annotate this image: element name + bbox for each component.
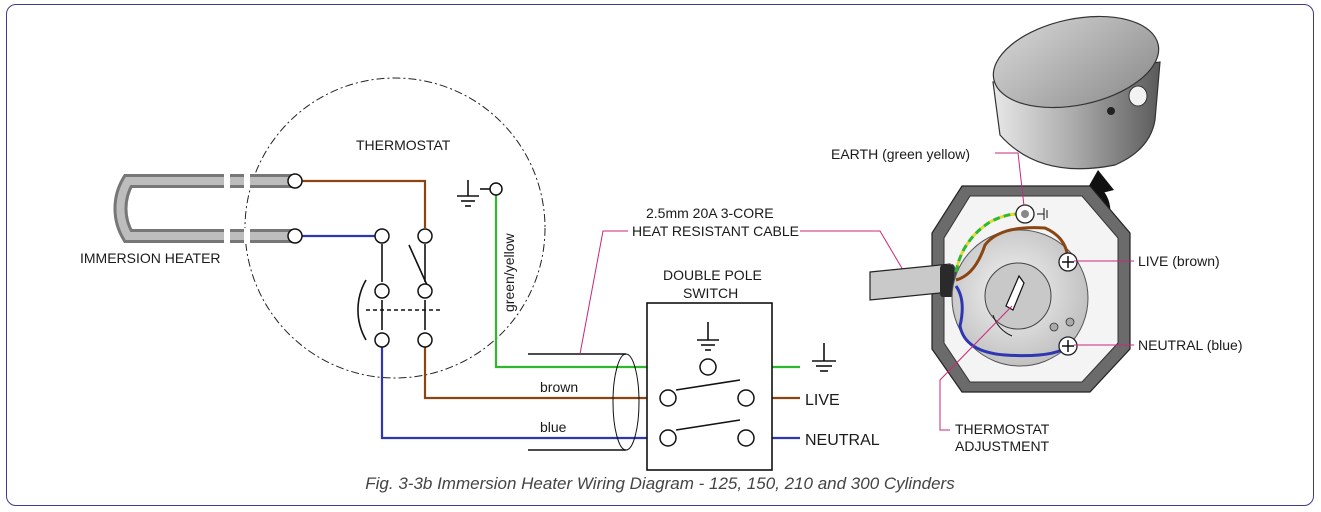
neutral-blue-label: NEUTRAL (blue) (1138, 337, 1243, 353)
thermostat-terminal-2 (417, 228, 433, 244)
internal-earth-wire (954, 212, 1019, 273)
dial-pointer (1005, 274, 1025, 311)
thermostat-terminal-5 (374, 332, 390, 348)
thermostat-adjustment-label-line2: ADJUSTMENT (955, 438, 1050, 454)
thermostat-terminal-4 (417, 283, 433, 299)
internal-blue-wire (954, 285, 1070, 358)
earth-leader (995, 152, 1025, 207)
immersion-heater-label: IMMERSION HEATER (80, 250, 221, 266)
figure-caption: Fig. 3-3b Immersion Heater Wiring Diagra… (365, 474, 955, 493)
heater-terminal-bottom (287, 228, 303, 244)
switch-blade-live (675, 379, 741, 391)
brown-wire-supply (423, 342, 668, 400)
green-yellow-label: green/yellow (501, 233, 517, 312)
terminal-1 (1065, 317, 1075, 327)
earth-symbol-thermostat (457, 180, 490, 207)
heater-terminal-top (287, 173, 303, 189)
switch-terminal-live-out (737, 389, 755, 407)
switch-terminal-neutral-in (659, 429, 677, 447)
cable-label-line1: 2.5mm 20A 3-CORE (646, 205, 774, 221)
diagram-frame (6, 4, 1314, 506)
brown-wire-heater (295, 179, 427, 228)
thermostat-earth-terminal (489, 182, 503, 196)
switch-earth-terminal (699, 358, 717, 376)
earth-green-yellow-label: EARTH (green yellow) (831, 146, 970, 162)
neutral-label: NEUTRAL (805, 432, 880, 449)
thermostat-adjustment-leader (939, 305, 1013, 431)
brown-label: brown (540, 379, 578, 395)
internal-brown-wire (955, 226, 1070, 282)
live-label: LIVE (805, 392, 840, 409)
thermostat-terminal-1 (374, 228, 390, 244)
thermostat-label: THERMOSTAT (356, 137, 451, 153)
switch-blade-neutral (675, 419, 741, 431)
thermostat-boundary (244, 77, 546, 379)
thermostat-adjustment-label-line1: THERMOSTAT (955, 421, 1050, 437)
earth-mark-housing (1037, 208, 1048, 220)
thermostat-cap (992, 15, 1161, 170)
blue-label: blue (540, 419, 567, 435)
cable-leader-left (579, 230, 628, 355)
supply-cable (869, 263, 957, 301)
blue-wire-supply (380, 342, 668, 440)
switch-terminal-live-in (659, 389, 677, 407)
cable-leader-right (800, 230, 904, 271)
immersion-heater-element (113, 173, 295, 244)
thermostat-terminal-3 (374, 283, 390, 299)
live-brown-label: LIVE (brown) (1138, 253, 1220, 269)
cable-label-line2: HEAT RESISTANT CABLE (632, 223, 799, 239)
earth-symbol-supply (812, 343, 836, 372)
cable-sheath (528, 353, 640, 451)
switch-label-line1: DOUBLE POLE (663, 267, 762, 283)
thermostat-terminal-6 (417, 332, 433, 348)
dial-arrow (992, 314, 1013, 337)
switch-terminal-neutral-out (737, 429, 755, 447)
switch-label-line2: SWITCH (683, 285, 738, 301)
thermostat-contacts (357, 244, 440, 341)
earth-symbol-switch (697, 322, 719, 351)
terminal-2 (1049, 322, 1059, 332)
